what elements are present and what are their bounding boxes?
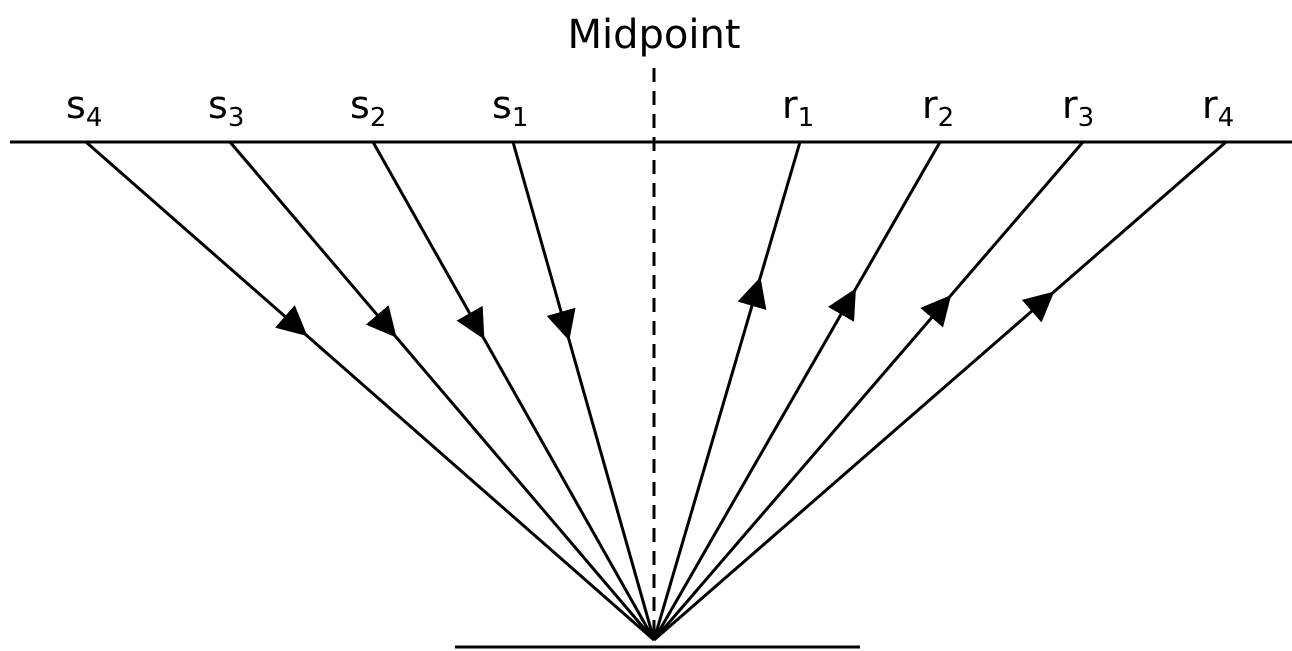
ray-s1-down — [511, 141, 656, 641]
station-labels: s4 s3 s2 s1 r1 r2 r3 r4 — [66, 83, 1234, 133]
ray-paths — [85, 140, 1227, 642]
receiver-label-r4: r4 — [1202, 83, 1234, 133]
source-label-s2: s2 — [350, 83, 386, 133]
source-label-s3: s3 — [208, 83, 244, 133]
receiver-label-r1: r1 — [782, 83, 814, 133]
ray-r1-up — [652, 141, 802, 641]
ray-s4-down — [85, 140, 655, 642]
ray-r2-up — [652, 141, 942, 641]
ray-s2-down — [371, 141, 656, 641]
midpoint-title: Midpoint — [567, 12, 740, 58]
source-label-s4: s4 — [66, 83, 102, 133]
ray-s3-down — [228, 141, 656, 641]
source-label-s1: s1 — [492, 83, 528, 133]
ray-r4-up — [653, 140, 1227, 642]
receiver-label-r2: r2 — [922, 83, 954, 133]
receiver-label-r3: r3 — [1062, 83, 1094, 133]
ray-r3-up — [652, 141, 1085, 641]
